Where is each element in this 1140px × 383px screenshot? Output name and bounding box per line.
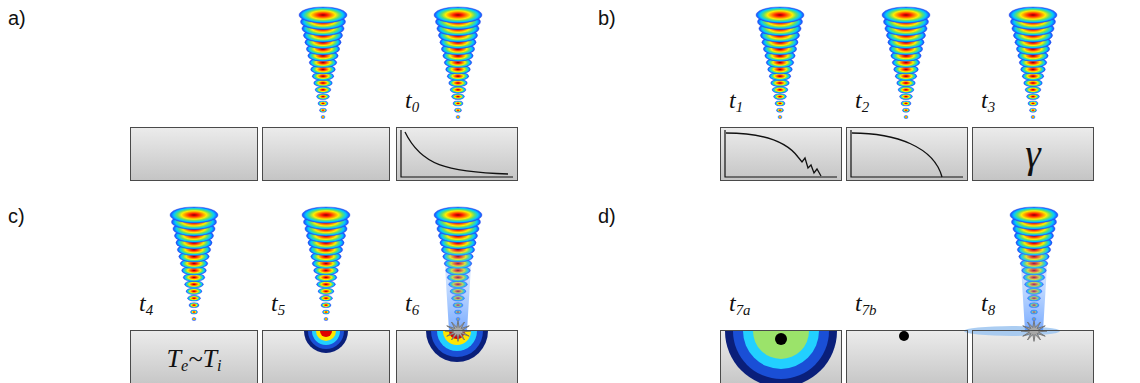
noisy-curve [726,133,821,176]
material-block [846,330,968,383]
material-block [396,127,518,181]
material-block: t2 [846,127,968,181]
material-block: t7a [720,330,842,383]
time-label: t4 [139,291,153,315]
material-block [396,330,518,383]
material-block: t8 [972,330,1094,383]
laser-pulse [170,207,218,321]
time-label: t5 [271,291,285,315]
heated-zone [304,331,348,353]
laser-pulse [756,7,804,119]
cooling-zone [753,331,809,359]
illustrations [170,7,1060,383]
laser-beam [1020,250,1048,331]
defect-dot [775,333,787,345]
time-label: t1 [729,88,743,112]
laser-pulse [299,7,347,119]
cooling-zone [743,331,819,369]
state-symbol: Te~Ti [131,346,257,372]
time-label: t2 [855,88,869,112]
material-block: t6 [396,330,518,383]
fall-curve [852,133,942,177]
laser-pulse [1009,7,1057,119]
laser-beam [444,250,472,331]
box-fills [130,127,1094,383]
material-block [130,330,258,383]
material-block: t7b [846,330,968,383]
time-label: t0 [405,88,419,112]
panel-label: d) [598,206,616,226]
heated-zone [308,331,344,349]
material-block [846,127,968,181]
laser-pulse [434,7,482,119]
defect-dot [899,331,909,341]
cooling-zone [733,331,829,379]
material-block: t4Te~Ti [130,330,258,383]
ablation-burst [445,321,471,342]
cooling-zone [725,331,837,383]
material-block [720,127,842,181]
panel-label: c) [8,206,25,226]
plot-axes [725,130,837,177]
material-block [130,127,258,181]
laser-pulse [302,207,350,321]
laser-pulse [882,7,930,119]
ablation-burst [1021,321,1047,342]
material-block: t5 [262,330,390,383]
heated-zone [320,331,332,337]
time-label: t3 [981,88,995,112]
plot-axes [851,130,963,177]
time-label: t8 [981,291,995,315]
material-block: t1 [720,127,842,181]
material-block [972,127,1094,181]
time-label: t7a [729,291,751,315]
material-block [972,330,1094,383]
heated-zone [312,331,340,345]
time-label: t7b [855,291,877,315]
material-block: t0 [396,127,518,181]
time-label: t6 [405,291,419,315]
material-block [262,330,390,383]
block-outline [263,128,390,181]
decay-curve [405,132,508,174]
material-block [720,330,842,383]
material-block [262,127,390,181]
state-symbol: γ [973,134,1093,173]
material-block: t3γ [972,127,1094,181]
panel-label: a) [8,8,26,28]
plot-axes [401,130,513,177]
panel-label: b) [598,8,616,28]
block-outline [131,128,258,181]
heated-zone [316,331,336,341]
